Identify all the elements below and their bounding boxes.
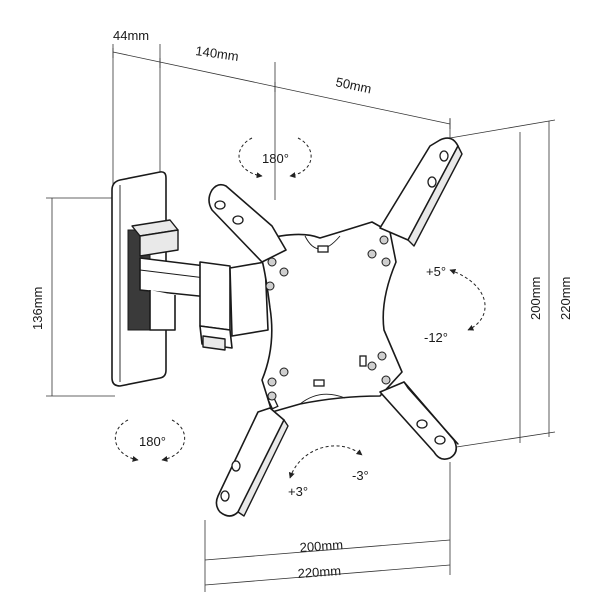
- label-wall-depth: 44mm: [113, 28, 149, 43]
- swivel-bottom-arrow-right: [161, 419, 186, 462]
- label-vesa-horizontal-outer: 220mm: [297, 563, 341, 581]
- swing-arm: [139, 257, 269, 351]
- label-tilt-up: +5°: [426, 264, 446, 279]
- dimension-lines: [46, 44, 556, 592]
- rotation-labels: 180° 180° +5° -12° +3° -3°: [139, 151, 448, 499]
- tilt-arrow: [449, 268, 486, 331]
- label-arm-offset: 50mm: [334, 74, 372, 96]
- label-swivel-top: 180°: [262, 151, 289, 166]
- label-arm-length: 140mm: [195, 43, 240, 64]
- level-arrow: [288, 445, 363, 479]
- vesa-bracket: [208, 137, 463, 517]
- wall-plate: [111, 171, 179, 387]
- label-swivel-bottom: 180°: [139, 434, 166, 449]
- label-level-minus: -3°: [352, 468, 369, 483]
- label-plate-height: 136mm: [30, 287, 45, 330]
- bracket-screws: [265, 235, 391, 401]
- swivel-top-arrow-left: [238, 137, 263, 179]
- swivel-bottom-arrow-left: [114, 419, 139, 462]
- label-level-plus: +3°: [288, 484, 308, 499]
- swivel-top-arrow-right: [289, 137, 312, 179]
- bracket-holes: [214, 150, 449, 502]
- label-vesa-vertical-outer: 220mm: [558, 277, 573, 320]
- label-tilt-down: -12°: [424, 330, 448, 345]
- rotation-arrows: [114, 137, 486, 479]
- label-vesa-vertical-inner: 200mm: [528, 277, 543, 320]
- label-vesa-horizontal-inner: 200mm: [299, 537, 343, 555]
- dimension-labels: 44mm 140mm 50mm 136mm 200mm 220mm 200mm …: [30, 28, 573, 581]
